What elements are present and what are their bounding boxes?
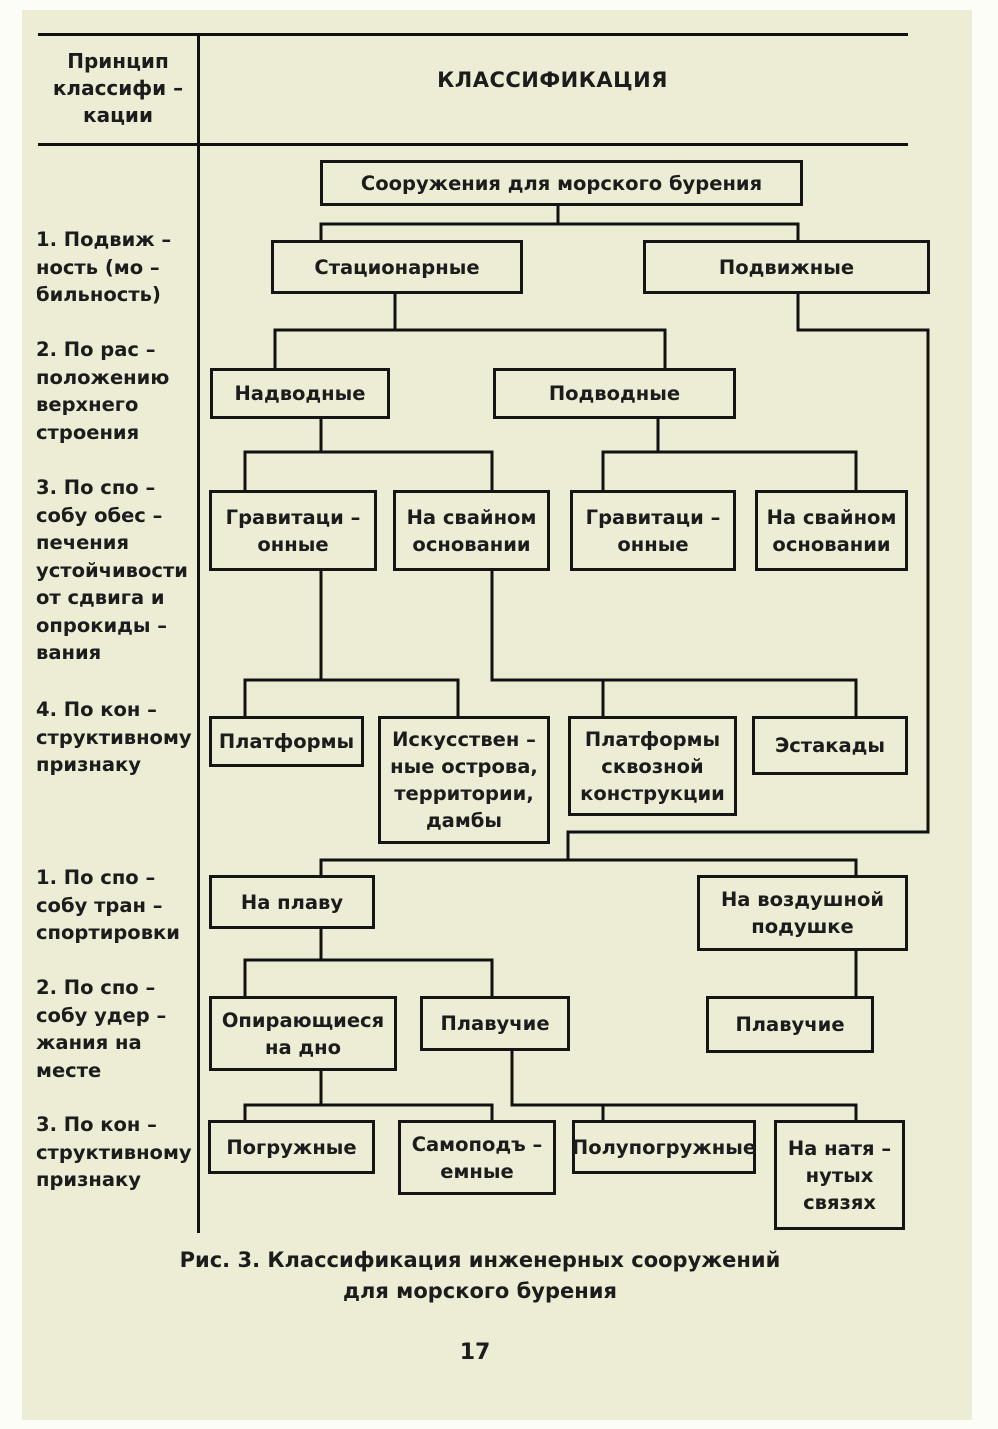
header-rule bbox=[38, 143, 908, 146]
mobile-box: Подвижные bbox=[643, 240, 930, 294]
artificial-islands-box: Искусствен – ные острова, территории, да… bbox=[378, 716, 550, 844]
root-box: Сооружения для морского бурения bbox=[320, 160, 803, 206]
principle-construction-mobile: 3. По кон – структивному признаку bbox=[36, 1113, 192, 1191]
trestles-box: Эстакады bbox=[752, 716, 908, 775]
semi-submersible-box: Полупогружные bbox=[572, 1120, 756, 1174]
classification-column-header: КЛАССИФИКАЦИЯ bbox=[437, 68, 668, 92]
figure-caption: Рис. 3. Классификация инженерных сооруже… bbox=[179, 1248, 781, 1303]
principle-transport: 1. По спо – собу тран – спортировки bbox=[36, 866, 180, 944]
bottom-supported-box: Опирающиеся на дно bbox=[209, 996, 397, 1071]
gravity-box-1: Гравитаци – онные bbox=[209, 490, 377, 571]
tension-leg-box: На натя – нутых связях bbox=[774, 1120, 905, 1230]
lattice-platforms-box: Платформы сквозной конструкции bbox=[568, 716, 737, 816]
page-background bbox=[22, 10, 972, 1420]
principle-construction-stationary: 4. По кон – структивному признаку bbox=[36, 698, 192, 776]
submersible-box: Погружные bbox=[208, 1120, 375, 1174]
afloat-box: На плаву bbox=[209, 875, 375, 929]
underwater-box: Подводные bbox=[493, 368, 736, 419]
principle-holding: 2. По спо – собу удер – жания на месте bbox=[36, 976, 167, 1082]
pile-box-1: На свайном основании bbox=[393, 490, 550, 571]
above-water-box: Надводные bbox=[210, 368, 390, 419]
floating-box-2: Плавучие bbox=[706, 996, 874, 1053]
pile-box-2: На свайном основании bbox=[755, 490, 908, 571]
column-divider bbox=[197, 33, 200, 1233]
principle-superstructure-location: 2. По рас – положению верхнего строения bbox=[36, 338, 170, 444]
gravity-box-2: Гравитаци – онные bbox=[570, 490, 736, 571]
stationary-box: Стационарные bbox=[271, 240, 523, 294]
jack-up-box: Самоподъ – емные bbox=[398, 1120, 556, 1195]
principle-mobility: 1. Подвиж – ность (мо – бильность) bbox=[36, 228, 172, 306]
principle-column-header: Принцип классифи – кации bbox=[52, 49, 184, 127]
page-number: 17 bbox=[459, 1340, 491, 1365]
platforms-box: Платформы bbox=[209, 716, 364, 767]
air-cushion-box: На воздушной подушке bbox=[697, 875, 908, 951]
principle-stability: 3. По спо – собу обес – печения устойчив… bbox=[36, 476, 188, 664]
floating-box-1: Плавучие bbox=[420, 996, 570, 1051]
top-rule bbox=[38, 33, 908, 36]
